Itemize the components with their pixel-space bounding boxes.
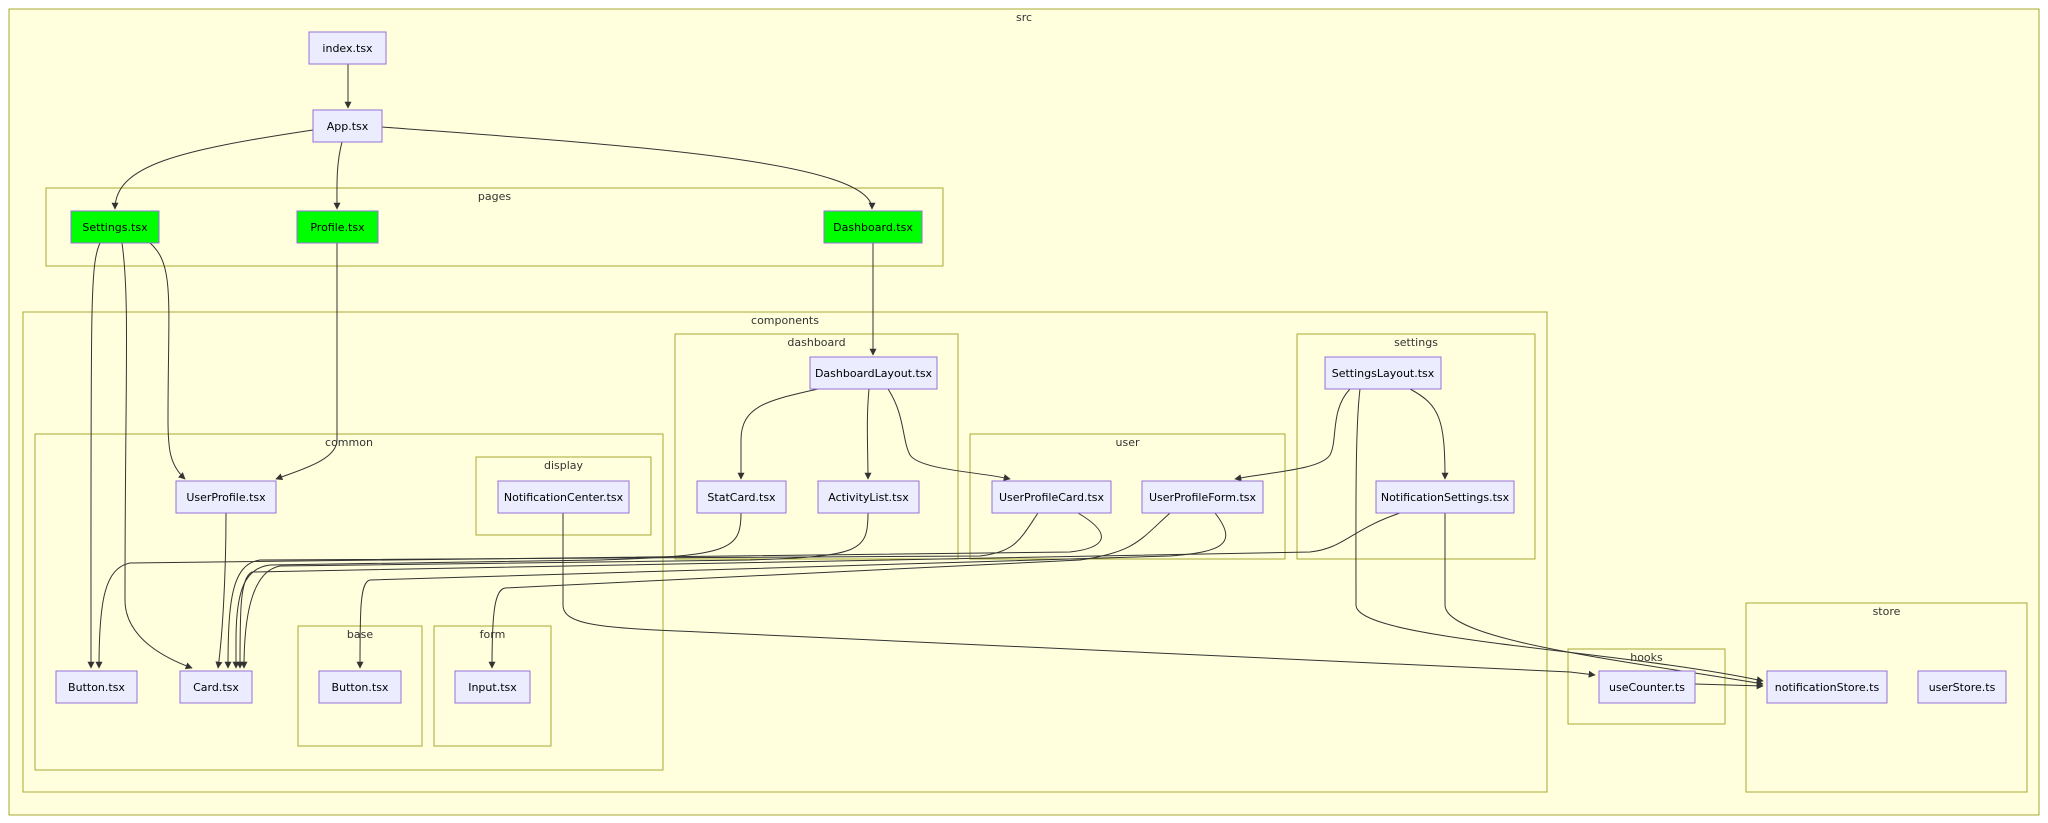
- edge-notification_settings-to-card: [236, 512, 1401, 669]
- node-index[interactable]: index.tsx: [308, 31, 387, 65]
- node-stat_card[interactable]: StatCard.tsx: [696, 480, 787, 514]
- node-button_base-label: Button.tsx: [332, 681, 389, 694]
- node-dashboard_layout[interactable]: DashboardLayout.tsx: [809, 356, 938, 390]
- node-card-box: [179, 670, 253, 704]
- edge-settings_page-to-button_common: [87, 242, 101, 669]
- cluster-common-label: common: [325, 436, 373, 449]
- edge-activity_list-to-card: [240, 512, 869, 669]
- edge-dashboard_layout-to-stat_card: [737, 388, 819, 480]
- node-input[interactable]: Input.tsx: [454, 670, 531, 704]
- node-activity_list-label: ActivityList.tsx: [828, 491, 909, 504]
- node-card[interactable]: Card.tsx: [179, 670, 253, 704]
- node-user_store[interactable]: userStore.ts: [1917, 670, 2007, 704]
- cluster-pages-label: pages: [478, 190, 511, 203]
- node-notification_center-label: NotificationCenter.tsx: [504, 491, 624, 504]
- cluster-settings-label: settings: [1394, 336, 1438, 349]
- node-user_store-label: userStore.ts: [1929, 681, 1996, 694]
- node-notification_settings[interactable]: NotificationSettings.tsx: [1375, 480, 1515, 514]
- node-notification_center[interactable]: NotificationCenter.tsx: [497, 480, 630, 514]
- node-dashboard_page-label: Dashboard.tsx: [833, 221, 913, 234]
- edge-stat_card-to-card: [232, 512, 742, 669]
- node-user_profile-label: UserProfile.tsx: [186, 491, 266, 504]
- node-notification_settings-label: NotificationSettings.tsx: [1381, 491, 1510, 504]
- node-user_profile_card-box: [991, 480, 1112, 514]
- node-user_profile_form[interactable]: UserProfileForm.tsx: [1141, 480, 1264, 514]
- edge-dashboard_layout-to-user_profile_card: [887, 388, 1011, 481]
- edge-settings_page-to-card: [121, 242, 193, 670]
- node-button_base-box: [318, 670, 402, 704]
- node-input-label: Input.tsx: [468, 681, 517, 694]
- node-button_common[interactable]: Button.tsx: [55, 670, 138, 704]
- edge-use_counter-to-notification_store: [1694, 682, 1764, 690]
- edge-notification_center-to-notification_store: [562, 513, 1596, 678]
- node-user_store-box: [1917, 670, 2007, 704]
- node-notification_store-label: notificationStore.ts: [1775, 681, 1880, 694]
- edge-user_profile_form-to-button_base: [356, 512, 1227, 669]
- node-profile_page-label: Profile.tsx: [310, 221, 365, 234]
- node-settings_page[interactable]: Settings.tsx: [70, 210, 160, 244]
- edge-user_profile_card-to-button_common: [95, 512, 1102, 669]
- edge-settings_page-to-user_profile: [149, 242, 186, 480]
- node-notification_center-box: [497, 480, 630, 514]
- cluster-display-label: display: [544, 459, 584, 472]
- node-index-box: [308, 31, 387, 65]
- node-app-box: [312, 109, 383, 143]
- edge-notification_settings-to-notification_store: [1444, 513, 1764, 687]
- node-user_profile_form-label: UserProfileForm.tsx: [1149, 491, 1257, 504]
- node-dashboard_page[interactable]: Dashboard.tsx: [823, 210, 923, 244]
- cluster-store-label: store: [1873, 605, 1901, 618]
- node-user_profile_form-box: [1141, 480, 1264, 514]
- node-settings_page-box: [70, 210, 160, 244]
- edge-settings_layout-to-notification_store: [1355, 388, 1764, 684]
- node-use_counter-box: [1598, 670, 1696, 704]
- node-user_profile[interactable]: UserProfile.tsx: [175, 480, 277, 514]
- cluster-pages: pages: [45, 187, 944, 267]
- node-activity_list[interactable]: ActivityList.tsx: [817, 480, 920, 514]
- node-notification_store[interactable]: notificationStore.ts: [1766, 670, 1888, 704]
- node-app-label: App.tsx: [327, 120, 369, 133]
- node-app[interactable]: App.tsx: [312, 109, 383, 143]
- cluster-pages-box: [45, 187, 944, 267]
- node-card-label: Card.tsx: [193, 681, 239, 694]
- edge-settings_layout-to-notification_settings: [1409, 388, 1449, 480]
- node-settings_page-label: Settings.tsx: [82, 221, 148, 234]
- node-user_profile_card-label: UserProfileCard.tsx: [999, 491, 1105, 504]
- edge-user_profile_card-to-card: [224, 512, 1039, 669]
- node-profile_page-box: [296, 210, 379, 244]
- cluster-user-label: user: [1116, 436, 1140, 449]
- cluster-src-label: src: [1016, 11, 1032, 24]
- cluster-components-label: components: [751, 314, 819, 327]
- edge-app-to-profile_page: [333, 141, 343, 210]
- cluster-dashboard-label: dashboard: [787, 336, 845, 349]
- node-notification_store-box: [1766, 670, 1888, 704]
- node-index-label: index.tsx: [322, 42, 373, 55]
- edge-dashboard_layout-to-activity_list: [864, 388, 872, 480]
- node-use_counter-label: useCounter.ts: [1609, 681, 1685, 694]
- node-user_profile_card[interactable]: UserProfileCard.tsx: [991, 480, 1112, 514]
- node-settings_layout-box: [1324, 356, 1442, 390]
- node-notification_settings-box: [1375, 480, 1515, 514]
- node-dashboard_layout-box: [809, 356, 938, 390]
- node-profile_page[interactable]: Profile.tsx: [296, 210, 379, 244]
- node-button_common-box: [55, 670, 138, 704]
- node-settings_layout[interactable]: SettingsLayout.tsx: [1324, 356, 1442, 390]
- node-button_common-label: Button.tsx: [68, 681, 125, 694]
- node-settings_layout-label: SettingsLayout.tsx: [1332, 367, 1435, 380]
- node-activity_list-box: [817, 480, 920, 514]
- edge-user_profile-to-card: [215, 512, 227, 669]
- node-dashboard_layout-label: DashboardLayout.tsx: [815, 367, 933, 380]
- edge-profile_page-to-user_profile: [275, 243, 338, 481]
- node-stat_card-box: [696, 480, 787, 514]
- node-use_counter[interactable]: useCounter.ts: [1598, 670, 1696, 704]
- node-stat_card-label: StatCard.tsx: [707, 491, 776, 504]
- node-input-box: [454, 670, 531, 704]
- node-user_profile-box: [175, 480, 277, 514]
- edge-app-to-dashboard_page: [381, 126, 876, 210]
- node-dashboard_page-box: [823, 210, 923, 244]
- edge-settings_layout-to-user_profile_form: [1234, 388, 1351, 482]
- edge-app-to-settings_page: [111, 129, 314, 210]
- edge-user_profile_form-to-input: [488, 512, 1171, 669]
- node-button_base[interactable]: Button.tsx: [318, 670, 402, 704]
